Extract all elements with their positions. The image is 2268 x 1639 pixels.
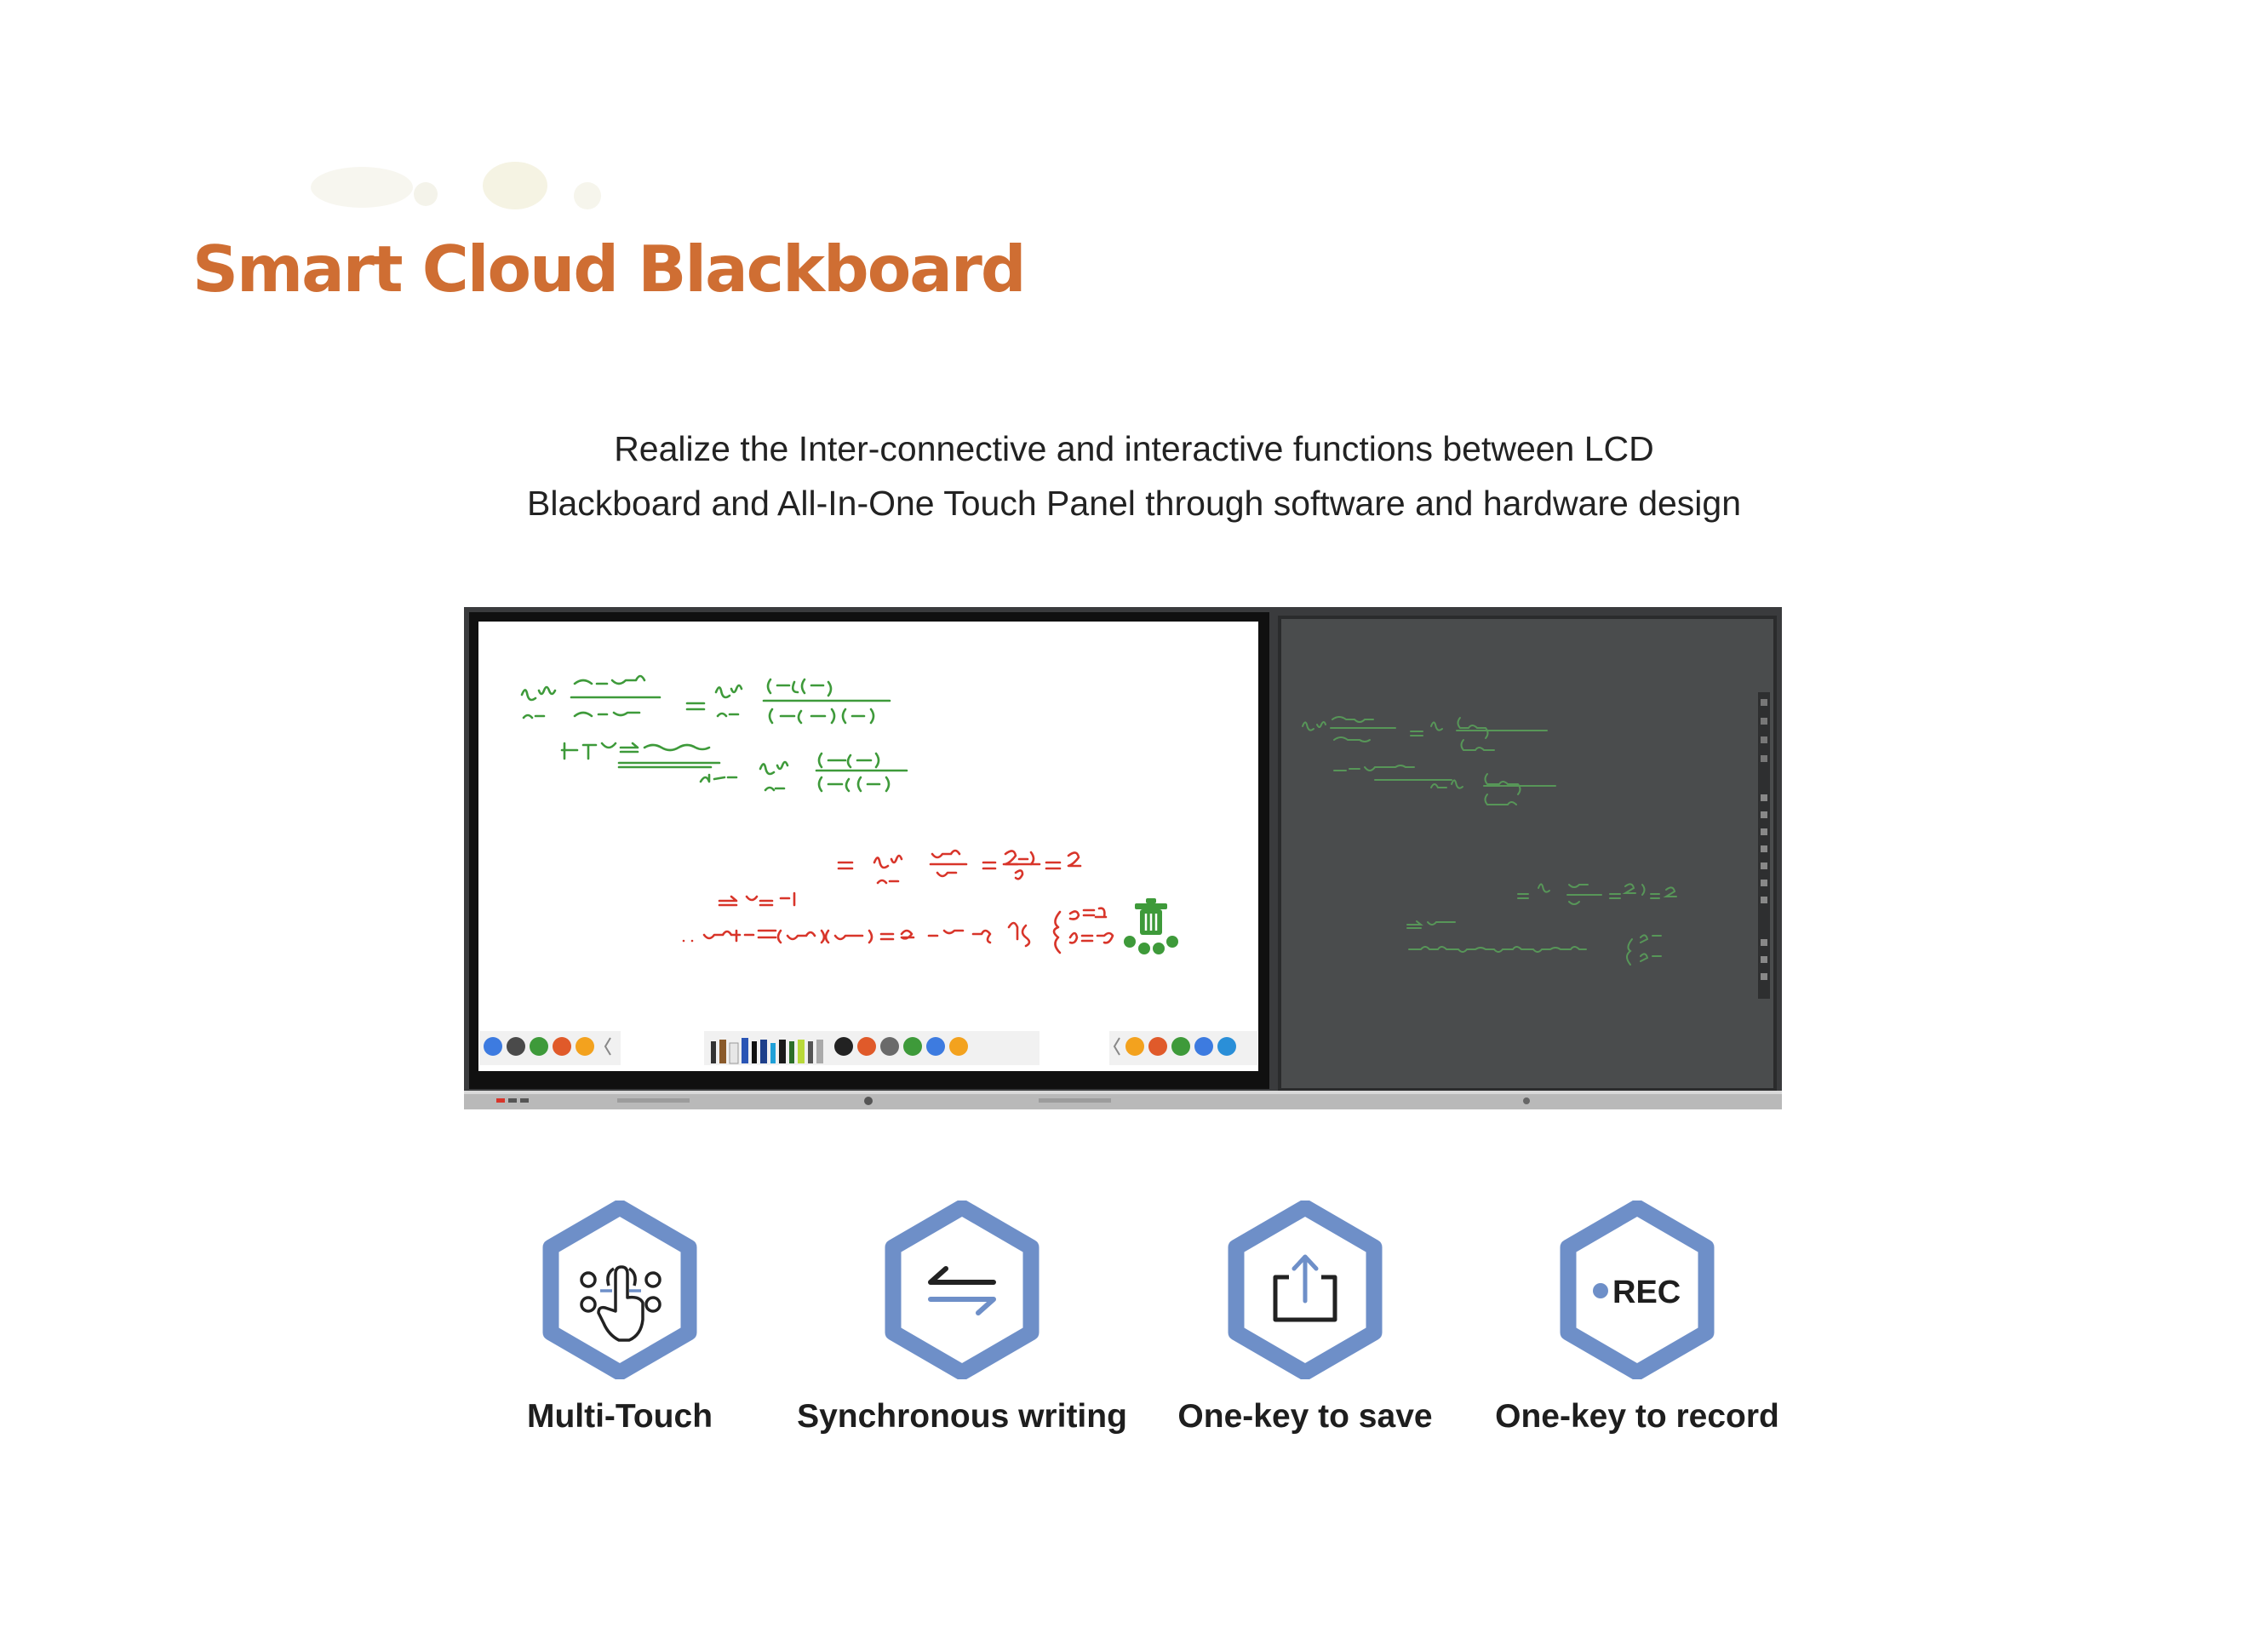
subtitle-line-1: Realize the Inter-connective and interac… xyxy=(614,429,1654,468)
left-toolbar xyxy=(479,1031,621,1065)
chalkboard-panel xyxy=(1280,617,1775,1090)
green-handwriting xyxy=(520,674,908,793)
rec-icon: REC xyxy=(1560,1201,1715,1379)
feature-multi-touch: Multi-Touch xyxy=(432,1201,807,1436)
red-handwriting xyxy=(682,849,1114,954)
subtitle-line-2: Blackboard and All-In-One Touch Panel th… xyxy=(526,484,1742,523)
chalkboard-side-toolbar xyxy=(1758,692,1770,999)
page-subtitle: Realize the Inter-connective and interac… xyxy=(0,421,2268,530)
feature-one-key-record: REC One-key to record xyxy=(1450,1201,1824,1436)
feature-label-one-key-record: One-key to record xyxy=(1495,1398,1779,1435)
feature-label-one-key-save: One-key to save xyxy=(1177,1398,1433,1435)
feature-list: Multi-Touch Synchronous writing One-key … xyxy=(0,1201,2268,1456)
share-save-icon xyxy=(1228,1201,1383,1379)
rec-badge-text: REC xyxy=(1612,1275,1681,1310)
right-toolbar xyxy=(1109,1031,1257,1065)
trash-icon xyxy=(1124,898,1178,954)
chalkboard-handwriting xyxy=(1302,716,1677,966)
page-title: Smart Cloud Blackboard xyxy=(192,232,1027,307)
faint-logo-watermark xyxy=(311,162,601,209)
center-toolbar xyxy=(704,1031,1040,1065)
touch-panel-screen xyxy=(478,622,1258,1071)
sync-arrows-icon xyxy=(885,1201,1040,1379)
feature-label-multi-touch: Multi-Touch xyxy=(526,1398,713,1435)
blackboard-device-illustration xyxy=(464,607,1782,1109)
feature-one-key-save: One-key to save xyxy=(1118,1201,1492,1436)
feature-synchronous-writing: Synchronous writing xyxy=(775,1201,1149,1436)
multi-touch-icon xyxy=(542,1201,697,1379)
feature-label-synchronous-writing: Synchronous writing xyxy=(797,1398,1127,1435)
